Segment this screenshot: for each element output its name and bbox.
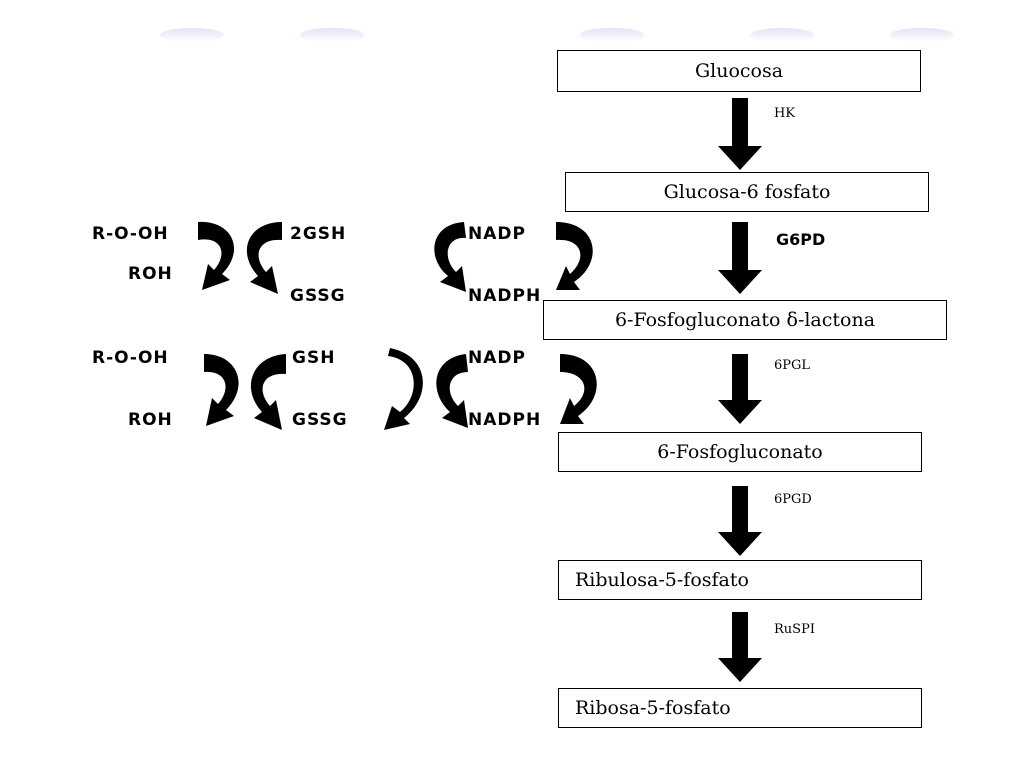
curved-arrow-nadp-reduction-lower: [560, 354, 597, 424]
header-decoration: [890, 28, 954, 42]
enzyme-label-g6pd: G6PD: [776, 230, 826, 249]
cycle-lower-substrate: R-O-OH: [92, 348, 169, 368]
pathway-arrow-4: [718, 486, 762, 556]
pathway-arrow-1: [718, 98, 762, 170]
cycle-lower-product: ROH: [128, 410, 173, 430]
curved-arrow-nadp-reduction-upper: [556, 222, 593, 290]
pathway-arrow-2: [718, 222, 762, 294]
enzyme-label-6pgl: 6PGL: [774, 358, 811, 373]
curved-arrow-glutathione-oxidation-upper: [246, 222, 282, 294]
metabolite-label: Ribulosa-5-fosfato: [575, 569, 749, 591]
header-decoration: [160, 28, 224, 42]
metabolite-box-glucose-6-phosphate: Glucosa-6 fosfato: [565, 172, 929, 212]
pathway-arrow-5: [718, 612, 762, 682]
curved-arrow-nadph-oxidation-upper: [434, 222, 466, 292]
cycle-upper-oxidized-cofactor: NADP: [468, 224, 526, 244]
enzyme-label-hk: HK: [774, 106, 796, 121]
metabolite-box-ribose-5-phosphate: Ribosa-5-fosfato: [558, 688, 922, 728]
metabolite-box-6-phosphogluconate: 6-Fosfogluconato: [558, 432, 922, 472]
cycle-upper-substrate: R-O-OH: [92, 224, 169, 244]
metabolite-label: 6-Fosfogluconato δ-lactona: [614, 309, 876, 331]
metabolite-label: Glucosa-6 fosfato: [663, 181, 831, 203]
cycle-upper-reduced-glutathione: 2GSH: [290, 224, 347, 244]
header-decoration: [580, 28, 644, 42]
metabolite-label: Ribosa-5-fosfato: [575, 697, 731, 719]
metabolite-label: 6-Fosfogluconato: [657, 441, 823, 463]
curved-arrow-glutathione-oxidation-lower: [250, 354, 286, 430]
curved-arrow-peroxide-reduction-upper: [198, 221, 235, 290]
enzyme-label-6pgd: 6PGD: [774, 492, 812, 507]
cycle-lower-oxidized-cofactor: NADP: [468, 348, 526, 368]
header-decoration: [300, 28, 364, 42]
cycle-upper-reduced-cofactor: NADPH: [468, 286, 542, 306]
header-decoration: [750, 28, 814, 42]
metabolite-label: Gluocosa: [694, 60, 784, 82]
pathway-arrow-3: [718, 354, 762, 424]
curved-arrow-nadph-oxidation-lower: [436, 354, 468, 428]
curved-arrow-peroxide-reduction-lower: [204, 354, 239, 426]
cycle-upper-oxidized-glutathione: GSSG: [290, 286, 346, 306]
cycle-lower-reduced-cofactor: NADPH: [468, 410, 542, 430]
metabolite-box-ribulose-5-phosphate: Ribulosa-5-fosfato: [558, 560, 922, 600]
enzyme-label-ruspi: RuSPI: [774, 622, 815, 637]
metabolite-box-glucose: Gluocosa: [557, 50, 921, 92]
cycle-lower-reduced-glutathione: GSH: [292, 348, 336, 368]
cycle-upper-product: ROH: [128, 264, 173, 284]
metabolite-box-6-phosphogluconolactone: 6-Fosfogluconato δ-lactona: [543, 300, 947, 340]
curved-arrow-glutathione-reduction-lower: [384, 348, 423, 430]
cycle-lower-oxidized-glutathione: GSSG: [292, 410, 348, 430]
